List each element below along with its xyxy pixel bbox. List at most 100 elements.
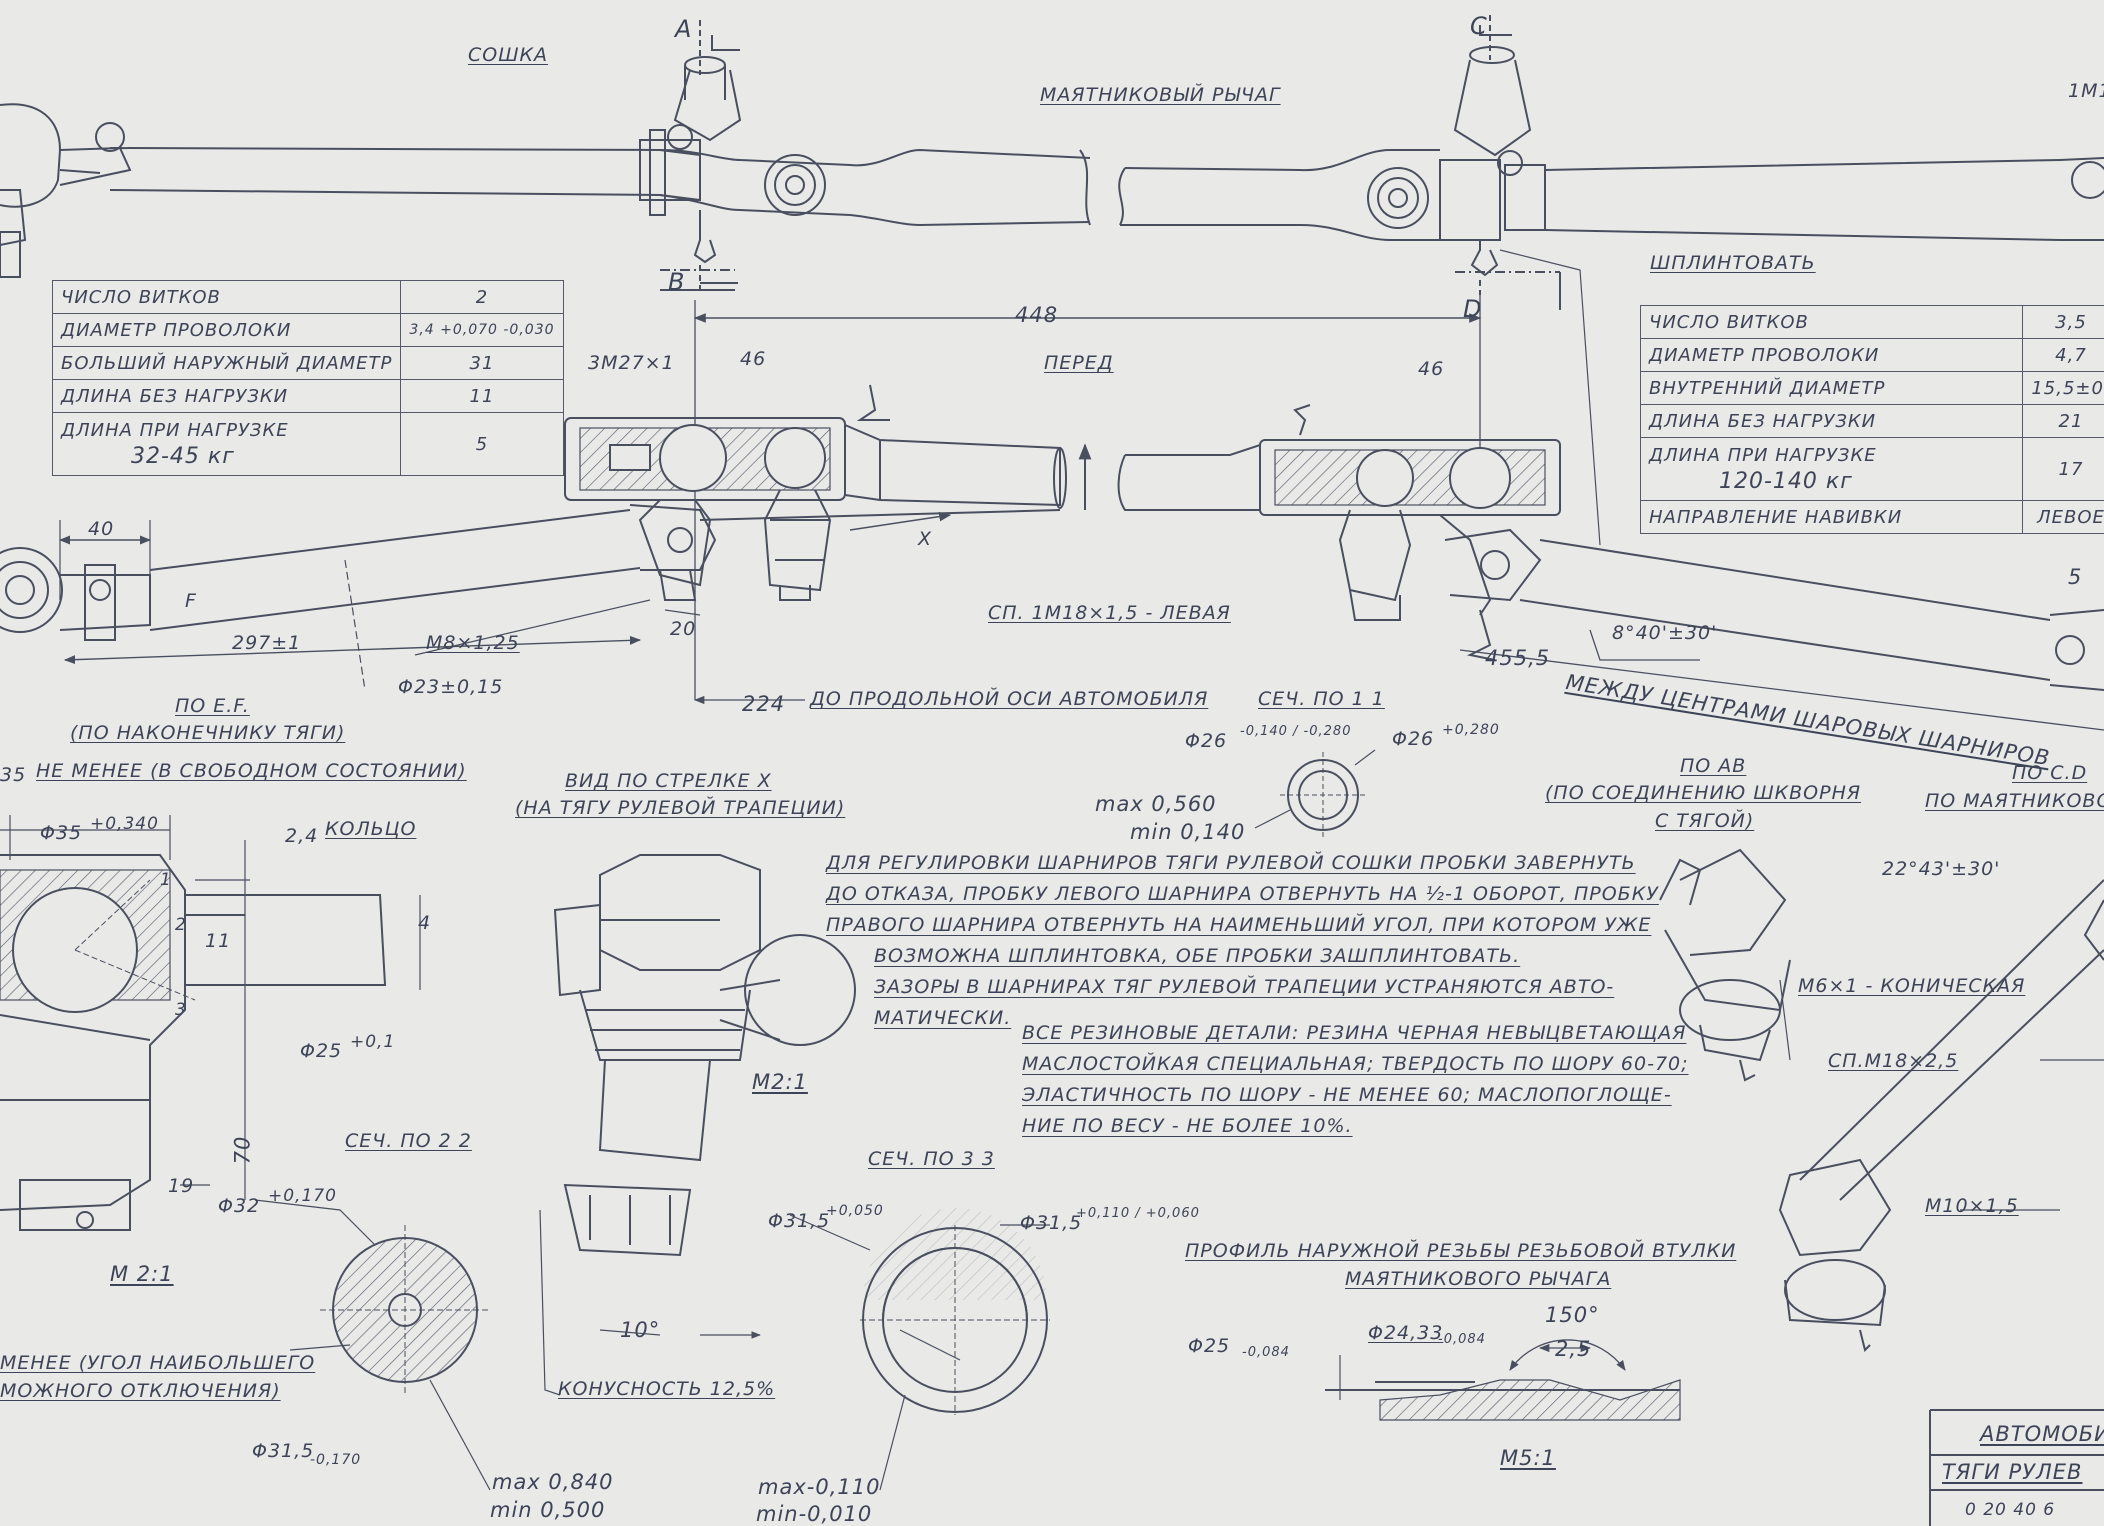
dim-297: 297±1: [232, 632, 302, 654]
right-angled-tie-rod: [1444, 249, 2104, 731]
dim-4: 4: [418, 912, 432, 934]
callout-3: 3: [175, 1000, 187, 1020]
callout-2: 2: [175, 915, 187, 935]
left-ball-joint-section: [564, 384, 1067, 601]
dim-150-deg: 150°: [1545, 1303, 1600, 1327]
dim-70: 70: [230, 1135, 255, 1165]
dim-448: 448: [1015, 303, 1059, 327]
row-sub: 120-140 кг: [1719, 468, 1853, 494]
table-cell: ДИАМЕТР ПРОВОЛОКИ: [51, 313, 402, 347]
dim-phi32: Φ32: [218, 1195, 261, 1217]
dim-phi23: Φ23±0,15: [398, 676, 504, 698]
dim-phi31-5-a: Φ31,5: [768, 1210, 831, 1232]
dim-phi26-b: Φ26: [1392, 728, 1435, 750]
dim-phi31-5-c-tol: -0,170: [310, 1452, 362, 1468]
table-cell: БОЛЬШИЙ НАРУЖНЫЙ ДИАМЕТР: [51, 346, 402, 380]
table-cell: 4,7: [2022, 338, 2104, 372]
table-cell: 2: [400, 280, 564, 314]
table-cell: ДЛИНА БЕЗ НАГРУЗКИ: [51, 379, 402, 413]
dim-phi25-thread: Φ25: [1188, 1335, 1231, 1357]
section-mark-b: В: [668, 268, 686, 296]
dim-max-0-560: max 0,560: [1095, 792, 1217, 816]
label-left-thread: СП. 1М18×1,5 - ЛЕВАЯ: [988, 602, 1231, 624]
label-section-1-1: СЕЧ. ПО 1 1: [1258, 688, 1385, 710]
label-po-ab-sub1: (ПО СОЕДИНЕНИЮ ШКВОРНЯ: [1545, 782, 1862, 804]
dim-min-0-140: min 0,140: [1130, 820, 1246, 844]
label-not-less: НЕ МЕНЕЕ (В СВОБОДНОМ СОСТОЯНИИ): [36, 760, 467, 782]
title-block-line-2: ТЯГИ РУЛЕВ: [1942, 1460, 2083, 1484]
row-label: ДЛИНА ПРИ НАГРУЗКЕ: [61, 419, 289, 441]
table-cell: НАПРАВЛЕНИЕ НАВИВКИ: [1640, 500, 2023, 534]
label-po-ab-sub2: С ТЯГОЙ): [1655, 810, 1755, 832]
table-cell: ЧИСЛО ВИТКОВ: [51, 280, 402, 314]
label-view-x: ВИД ПО СТРЕЛКЕ Х: [565, 770, 772, 792]
dim-phi35: Φ35: [40, 822, 83, 844]
table-cell: ДЛИНА БЕЗ НАГРУЗКИ: [1640, 404, 2023, 438]
label-m10: М10×1,5: [1925, 1195, 2019, 1217]
note-adjustment: ДЛЯ РЕГУЛИРОВКИ ШАРНИРОВ ТЯГИ РУЛЕВОЙ СО…: [826, 848, 1659, 1034]
dim-phi35-tol: +0,340: [90, 814, 159, 834]
dim-11: 11: [205, 930, 232, 952]
dim-phi26-b-tol: +0,280: [1442, 722, 1500, 738]
label-view-x-sub: (НА ТЯГУ РУЛЕВОЙ ТРАПЕЦИИ): [515, 797, 846, 819]
table-cell: 3,5: [2022, 305, 2104, 339]
table-cell: 3,4 +0,070 -0,030: [400, 313, 564, 347]
dim-19: 19: [168, 1175, 195, 1197]
label-scale-center: М2:1: [752, 1070, 808, 1094]
dim-46-left: 46: [740, 348, 767, 370]
dim-phi24-33-tol: -0,084: [1438, 1332, 1486, 1347]
dim-pitch-2-5: 2,5: [1555, 1337, 1592, 1361]
row-label: ДЛИНА ПРИ НАГРУЗКЕ: [1649, 444, 1877, 466]
dim-min-0-500: min 0,500: [490, 1498, 606, 1522]
label-f: F: [185, 590, 197, 612]
table-cell: ДИАМЕТР ПРОВОЛОКИ: [1640, 338, 2023, 372]
right-ball-joint-section: [1117, 404, 1561, 621]
dim-max-0-840: max 0,840: [492, 1470, 614, 1494]
dim-phi32-tol: +0,170: [268, 1186, 337, 1206]
dim-max-0-110: max-0,110: [758, 1475, 881, 1499]
label-pendulum-lever: МАЯТНИКОВЫЙ РЫЧАГ: [1040, 84, 1281, 106]
section-mark-a: А: [675, 15, 693, 43]
note-rubber-line-2: МАСЛОСТОЙКАЯ СПЕЦИАЛЬНАЯ; ТВЕРДОСТЬ ПО Ш…: [1022, 1053, 1689, 1075]
dim-min-0-010: min-0,010: [756, 1502, 873, 1526]
dim-5: 5: [2068, 565, 2083, 589]
label-thread-profile-title2: МАЯТНИКОВОГО РЫЧАГА: [1345, 1268, 1612, 1290]
callout-1: 1: [160, 870, 172, 890]
dim-20: 20: [670, 618, 697, 640]
label-thread-3m27: 3М27×1: [588, 352, 675, 374]
label-po-ef-sub: (ПО НАКОНЕЧНИКУ ТЯГИ): [70, 722, 346, 744]
note-adjust-line-6: МАТИЧЕСКИ.: [874, 1007, 1012, 1029]
label-po-ab: ПО АВ: [1680, 755, 1747, 777]
thread-profile-diagram: [1325, 1339, 1681, 1421]
dim-phi31-5-a-tol: +0,050: [826, 1203, 884, 1219]
dim-phi31-5-b-tol: +0,110 / +0,060: [1076, 1206, 1200, 1221]
dim-phi25: Φ25: [300, 1040, 343, 1062]
table-cell: 15,5±0,: [2022, 371, 2104, 405]
dim-angle-8-40: 8°40'±30': [1612, 622, 1718, 644]
dim-phi31-5-c: Φ31,5: [252, 1440, 315, 1462]
table-cell: 17: [2022, 437, 2104, 501]
dim-phi26-a-tol: -0,140 / -0,280: [1240, 724, 1352, 739]
label-to-axis: ДО ПРОДОЛЬНОЙ ОСИ АВТОМОБИЛЯ: [810, 688, 1209, 710]
label-section-2-2: СЕЧ. ПО 2 2: [345, 1130, 472, 1152]
table-cell: 5: [400, 412, 564, 476]
label-angle-note-1: МЕНЕЕ (УГОЛ НАИБОЛЬШЕГО: [0, 1352, 316, 1374]
title-block-line-1: АВТОМОБИ: [1980, 1422, 2104, 1446]
end-fitting-detail: [0, 815, 421, 1231]
table-cell: 21: [2022, 404, 2104, 438]
note-rubber-line-1: ВСЕ РЕЗИНОВЫЕ ДЕТАЛИ: РЕЗИНА ЧЕРНАЯ НЕВЫ…: [1022, 1022, 1687, 1044]
note-rubber-line-3: ЭЛАСТИЧНОСТЬ ПО ШОРУ - НЕ МЕНЕЕ 60; МАСЛ…: [1022, 1084, 1672, 1106]
